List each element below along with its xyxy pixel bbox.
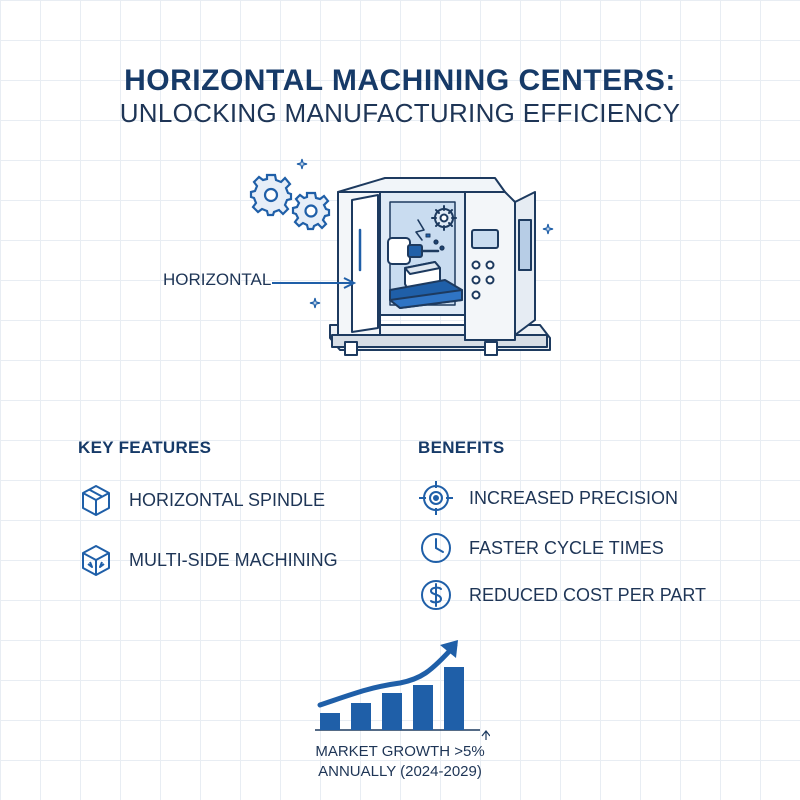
page-subtitle: UNLOCKING MANUFACTURING EFFICIENCY: [119, 98, 681, 128]
growth-bar-chart-icon: [315, 640, 490, 740]
gear-icon: [249, 173, 293, 217]
rotating-box-icon: [82, 545, 110, 576]
benefit-label: FASTER CYCLE TIMES: [469, 537, 664, 558]
sparkle-icon: [542, 223, 554, 235]
arrow-icon: [272, 277, 357, 289]
target-icon: [419, 481, 453, 515]
benefit-label: INCREASED PRECISION: [469, 487, 679, 508]
caption-line-1: MARKET GROWTH >5%: [315, 743, 485, 760]
box-icon: [82, 485, 110, 516]
market-growth-caption: MARKET GROWTH >5% ANNUALLY (2024-2029): [290, 742, 510, 782]
feature-item-multi-side-machining: MULTI-SIDE MACHINING: [78, 542, 338, 578]
benefits-heading: BENEFITS: [418, 438, 505, 457]
feature-label: HORIZONTAL SPINDLE: [129, 489, 326, 510]
feature-label: MULTI-SIDE MACHINING: [129, 549, 338, 570]
key-features-heading: KEY FEATURES: [78, 438, 212, 457]
caption-line-2: ANNUALLY (2024-2029): [318, 763, 482, 780]
page-title: HORIZONTAL MACHINING CENTERS:: [124, 64, 676, 97]
benefit-item-reduced-cost: REDUCED COST PER PART: [418, 577, 706, 613]
sparkle-icon: [296, 158, 308, 170]
benefit-item-faster-cycle-times: FASTER CYCLE TIMES: [418, 530, 664, 566]
machine-illustration: [329, 177, 551, 356]
horizontal-callout-label: HORIZONTAL: [163, 270, 272, 289]
feature-item-horizontal-spindle: HORIZONTAL SPINDLE: [78, 482, 325, 518]
benefit-label: REDUCED COST PER PART: [469, 584, 707, 605]
dollar-icon: [421, 580, 451, 610]
clock-icon: [421, 533, 451, 563]
gear-icon: [291, 191, 331, 231]
sparkle-icon: [309, 297, 321, 309]
benefit-item-increased-precision: INCREASED PRECISION: [418, 480, 678, 516]
